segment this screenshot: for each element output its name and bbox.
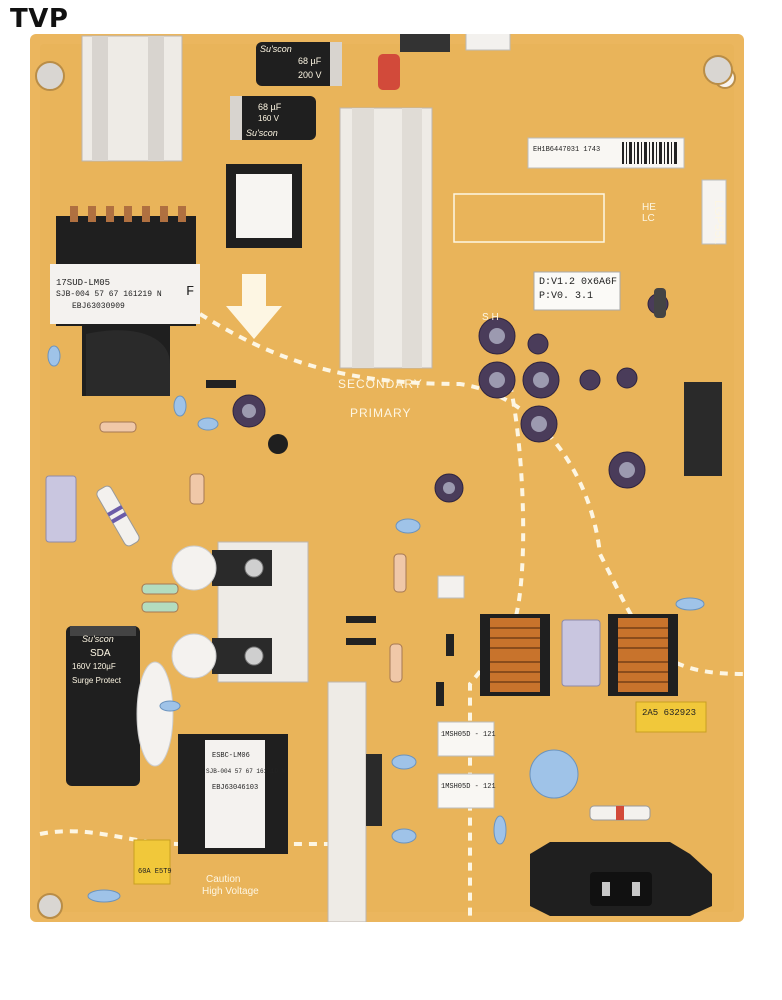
diodes — [206, 380, 454, 706]
transistor-to92 — [268, 434, 288, 454]
yellow-capacitor-small — [133, 839, 171, 885]
bulk-capacitor — [66, 626, 140, 786]
bulk-cap-brand: Su'scon — [82, 634, 114, 644]
transformer-label-line2: SJB-004 57 67 161219 N — [56, 290, 162, 299]
transformer-label-line1: 17SUD-LM05 — [56, 278, 111, 288]
barcode-label — [527, 137, 685, 169]
varistor-label-2 — [437, 773, 495, 809]
model-vertical: LGP55L — [712, 200, 726, 245]
mounting-holes — [35, 55, 736, 919]
power-supply-board — [30, 34, 744, 922]
capacitor-c201 — [256, 42, 342, 86]
aux-transformer-line1: ESBC-LM06 — [212, 752, 250, 760]
aux-transformer-code: EBJ63046103 — [212, 784, 259, 792]
heatsink-bottom — [327, 681, 367, 922]
choke-bd101 — [366, 754, 382, 826]
inductor-l201 — [226, 164, 302, 248]
red-capacitor — [378, 54, 400, 90]
heatsink-top-left — [81, 35, 183, 162]
line-filter-choke-1 — [480, 614, 550, 696]
yellow-capacitor-block — [635, 701, 707, 733]
silkscreen-primary: PRIMARY — [350, 406, 412, 420]
transformer-code: EBJ63030909 — [72, 302, 125, 311]
capacitor-c251 — [230, 96, 316, 140]
transformer-letter: F — [186, 284, 195, 300]
cap2-value: 68 µF — [258, 102, 282, 112]
line-filter-choke-2 — [608, 614, 678, 696]
varistor2-text: 1MSH05D - 121 — [441, 783, 496, 791]
cap2-brand: Su'scon — [246, 128, 278, 138]
connector-top-white — [465, 34, 511, 51]
aux-transformer — [178, 734, 288, 854]
barcode-bars — [622, 142, 677, 164]
yellow-small-text: 60A E5T9 — [138, 868, 172, 876]
barcode-text: EH1B6447031 1743 — [533, 146, 601, 154]
down-arrow-silkscreen — [226, 274, 282, 339]
resistors — [99, 421, 407, 683]
version-sticker-line2: P:V0. 3.1 — [539, 291, 594, 302]
connector-cn-white — [437, 575, 465, 599]
bulk-cap-note: Surge Protect — [72, 676, 121, 685]
connector-p101 — [684, 382, 722, 476]
varistor-label-1 — [437, 721, 495, 757]
yellow-block-text: 2A5 632923 — [642, 708, 697, 718]
version-sticker-line1: D:V1.2 0x6A6F — [539, 277, 618, 288]
fuse-f101 — [589, 805, 651, 821]
connector-right-white — [701, 179, 727, 245]
heatsink-center — [339, 107, 433, 369]
x-capacitor — [561, 619, 601, 687]
watermark: TVP — [10, 4, 69, 34]
main-transformer — [50, 206, 200, 396]
filter-capacitor-left — [45, 475, 77, 543]
bulk-cap-series: SDA — [90, 648, 111, 659]
fuse-left — [96, 485, 140, 547]
small-black-cap — [654, 288, 666, 318]
silkscreen-secondary: SECONDARY — [338, 377, 423, 391]
surge-module — [136, 661, 174, 767]
varistor1-text: 1MSH05D - 121 — [441, 731, 496, 739]
ac-power-inlet — [530, 842, 712, 916]
he-lc-mark: HE LC — [642, 202, 656, 224]
aux-transformer-line2: SJB-004 57 67 161219 N — [206, 768, 286, 775]
cap1-voltage: 200 V — [298, 70, 322, 80]
bulk-cap-rating: 160V 120µF — [72, 662, 116, 671]
cap2-voltage: 160 V — [258, 114, 279, 123]
ceramic-capacitors — [47, 345, 705, 903]
white-box-c — [453, 193, 605, 243]
sh-mark: S H — [482, 312, 499, 323]
version-sticker — [533, 271, 621, 311]
heatsink-mid-left — [171, 541, 309, 683]
cap1-value: 68 µF — [298, 56, 322, 66]
silkscreen-high-voltage: High Voltage — [202, 886, 259, 897]
cap1-brand: Su'scon — [260, 44, 292, 54]
silkscreen-caution: Caution — [206, 874, 241, 885]
connector-top-black — [400, 34, 450, 52]
disc-varistor — [529, 749, 579, 799]
